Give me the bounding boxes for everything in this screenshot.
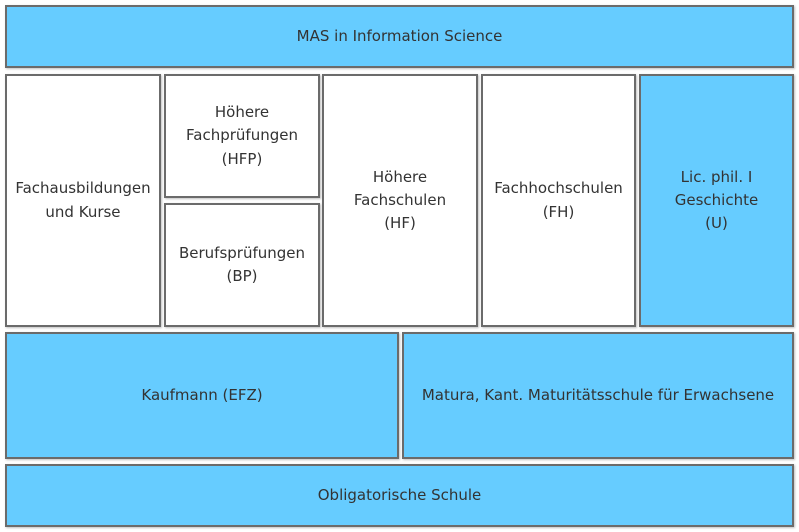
obligatorische-schule-label: Obligatorische Schule [317,485,482,504]
fachausbildungen-label: Fachausbildungen und Kurse [15,179,151,221]
berufspruefungen-box: Berufsprüfungen (BP) [164,203,320,327]
matura-box: Matura, Kant. Maturitätsschule für Erwac… [402,332,794,459]
matura-label: Matura, Kant. Maturitätsschule für Erwac… [421,385,775,404]
hoehere-fachpruefungen-label: Höhere Fachprüfungen (HFP) [186,103,298,168]
mas-box: MAS in Information Science [5,5,794,68]
fachhochschulen-box: Fachhochschulen (FH) [481,74,636,327]
hoehere-fachschulen-box: Höhere Fachschulen (HF) [322,74,478,327]
lic-phil-box: Lic. phil. I Geschichte (U) [639,74,794,327]
kaufmann-box: Kaufmann (EFZ) [5,332,399,459]
lic-phil-label: Lic. phil. I Geschichte (U) [674,167,759,233]
hoehere-fachschulen-label: Höhere Fachschulen (HF) [353,167,447,233]
berufspruefungen-label: Berufsprüfungen (BP) [178,243,306,285]
fachausbildungen-box: Fachausbildungen und Kurse [5,74,161,327]
fachhochschulen-label: Fachhochschulen (FH) [494,179,623,221]
hoehere-fachpruefungen-box: Höhere Fachprüfungen (HFP) [164,74,320,198]
mas-label: MAS in Information Science [296,26,503,45]
obligatorische-schule-box: Obligatorische Schule [5,464,794,527]
kaufmann-label: Kaufmann (EFZ) [141,385,263,404]
